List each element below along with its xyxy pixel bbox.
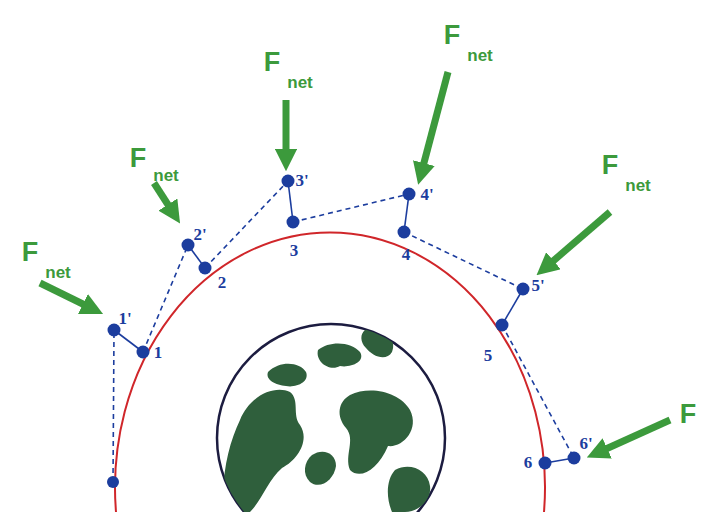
point-label: 6 (524, 454, 533, 471)
position-dots (107, 175, 581, 489)
point-label: 1 (154, 344, 163, 361)
point-label: 5 (484, 347, 493, 364)
orbit-path (115, 232, 545, 512)
force-symbol: F (602, 152, 619, 179)
point-label: 5' (531, 277, 544, 294)
force-symbol: F (22, 239, 39, 266)
point-label: 3 (290, 242, 299, 259)
point-label: 2' (193, 226, 206, 243)
earth (217, 324, 445, 512)
force-subscript: net (45, 264, 71, 281)
force-subscript: net (153, 167, 179, 184)
force-subscript: net (467, 47, 493, 64)
tangent-paths (113, 181, 574, 482)
force-symbol: F (130, 145, 147, 172)
force-symbol: F (264, 49, 281, 76)
force-symbol: F (444, 22, 461, 49)
force-arrows (40, 72, 670, 453)
force-symbol: F (680, 401, 697, 428)
point-label: 4 (402, 246, 411, 263)
force-subscript: net (287, 74, 313, 91)
force-subscript: net (625, 177, 651, 194)
point-label: 4' (420, 186, 433, 203)
point-label: 3' (295, 172, 308, 189)
point-label: 6' (579, 435, 592, 452)
point-label: 1' (118, 310, 131, 327)
point-label: 2 (218, 274, 227, 291)
